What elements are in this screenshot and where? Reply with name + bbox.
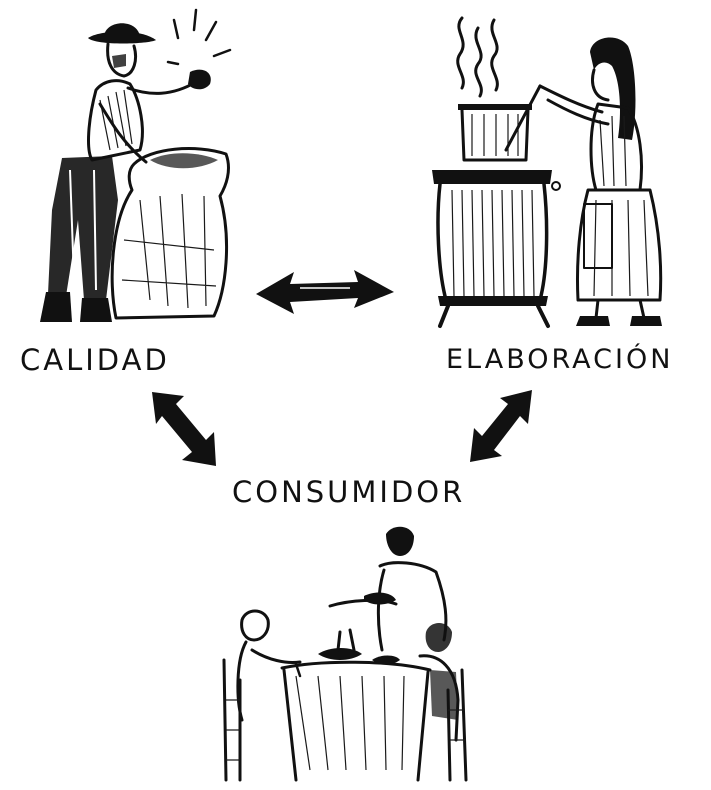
farmer-illustration <box>40 8 232 322</box>
cook-illustration <box>432 16 663 328</box>
arrow-quality-consumer <box>152 392 216 466</box>
diners-illustration <box>222 526 468 782</box>
quality-label: CALIDAD <box>20 343 170 377</box>
consumer-label: CONSUMIDOR <box>232 475 465 509</box>
arrow-elaboration-consumer <box>470 390 532 462</box>
arrow-quality-elaboration <box>256 270 394 314</box>
elaboration-label: ELABORACIÓN <box>446 343 673 375</box>
